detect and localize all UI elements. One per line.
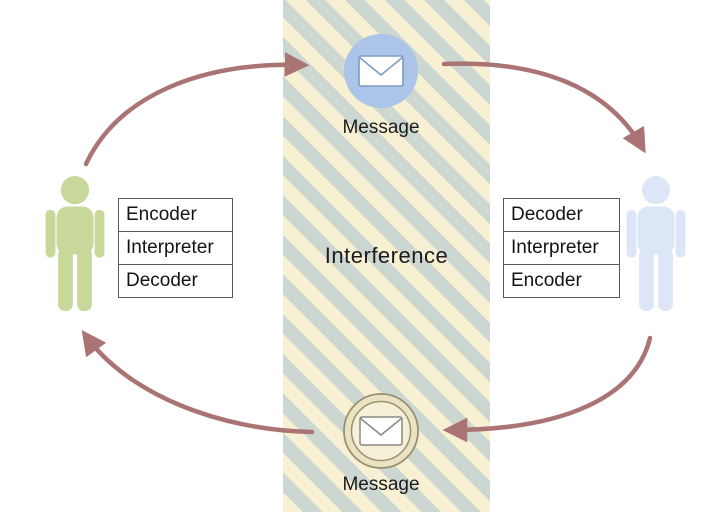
bottom-message-icon: [343, 393, 419, 469]
sender-person-icon: [40, 176, 110, 311]
top-message-icon: [344, 34, 418, 108]
right-process-box: Decoder Interpreter Encoder: [503, 198, 620, 298]
left-process-row-encoder: Encoder: [119, 199, 232, 232]
interference-label: Interference: [324, 243, 449, 268]
left-process-row-interpreter: Interpreter: [119, 232, 232, 265]
arrow-bottom-message-to-left: [81, 329, 315, 435]
top-envelope-icon: [358, 55, 404, 87]
right-process-row-encoder: Encoder: [504, 265, 619, 297]
bottom-message-label: Message: [342, 474, 420, 495]
receiver-person-silhouette: [627, 176, 686, 311]
arrow-top-message-to-right: [441, 61, 646, 154]
right-process-row-interpreter: Interpreter: [504, 232, 619, 265]
arrow-right-to-bottom-message: [442, 335, 653, 443]
right-process-row-decoder: Decoder: [504, 199, 619, 232]
bottom-envelope-flap: [359, 417, 403, 436]
sender-person-silhouette: [46, 176, 105, 311]
top-envelope-flap: [358, 56, 404, 77]
arrow-left-to-top-message: [83, 52, 310, 167]
left-process-row-decoder: Decoder: [119, 265, 232, 297]
receiver-person-icon: [621, 176, 691, 311]
bottom-envelope-icon: [359, 416, 403, 446]
top-message-label: Message: [342, 117, 420, 138]
left-process-box: Encoder Interpreter Decoder: [118, 198, 233, 298]
